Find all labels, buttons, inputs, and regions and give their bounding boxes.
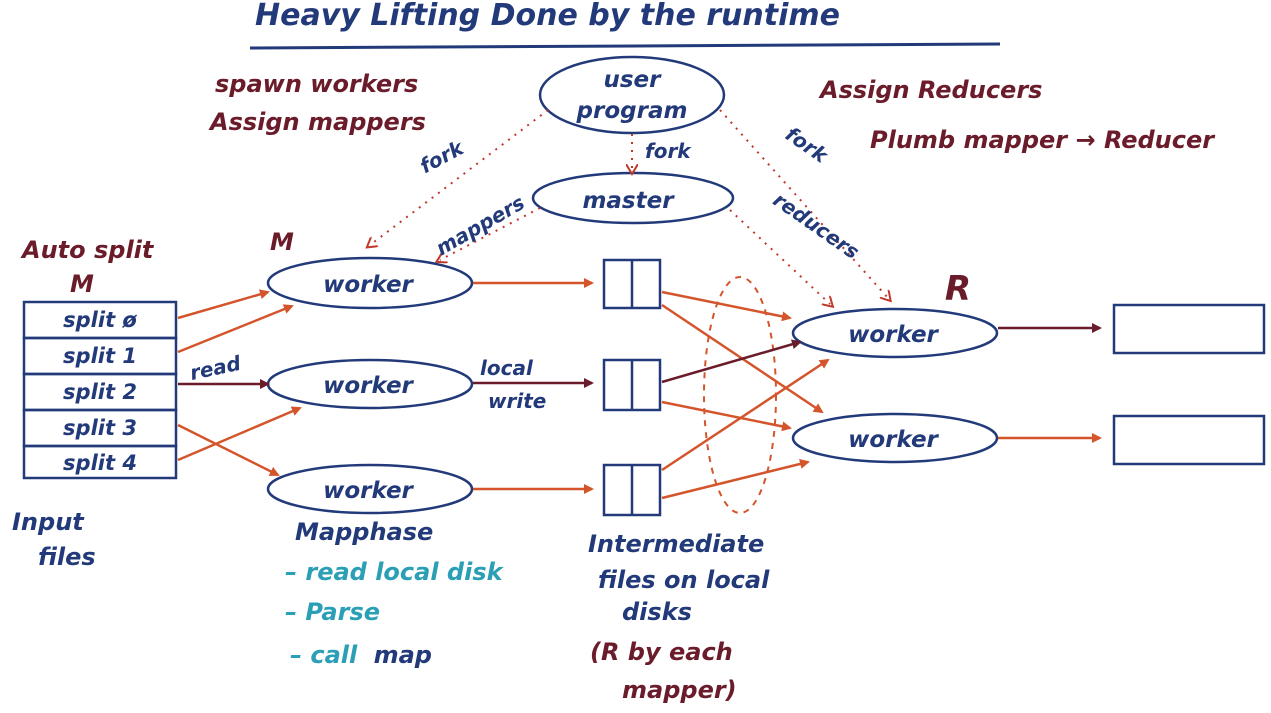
- edge-split0-worker1: [177, 289, 270, 320]
- reduce-worker-1: [791, 307, 999, 359]
- fork-label-middle: fork: [645, 139, 692, 163]
- intermediate-line-3: disks: [622, 598, 692, 626]
- note-plumb: Plumb mapper → Reducer: [870, 126, 1216, 154]
- map-worker-3: [266, 463, 474, 515]
- intermediate-line-1: Intermediate: [588, 530, 764, 558]
- map-worker-1: [266, 256, 474, 310]
- mappers-label: mappers: [432, 190, 529, 260]
- output-file-2: [1112, 414, 1266, 466]
- diagram-title: Heavy Lifting Done by the runtime: [255, 0, 840, 33]
- edge-split3-worker3: [177, 423, 280, 477]
- input-splits: split ø split 1 split 2 split 3 split 4: [22, 300, 178, 480]
- write-label: write: [488, 389, 546, 413]
- edge-split4-worker2: [177, 406, 302, 462]
- split-label-4: split 4: [63, 451, 137, 475]
- reducers-label: reducers: [769, 187, 864, 264]
- mappers-edge: [440, 207, 541, 260]
- split-label-2: split 2: [63, 380, 137, 404]
- input-files-label-2: files: [38, 543, 96, 571]
- reduce-worker-2-label: worker: [848, 427, 939, 453]
- map-worker-3-label: worker: [323, 478, 414, 504]
- intermediate-line-5: mapper): [622, 676, 737, 704]
- edge-file3-reducer1: [661, 358, 830, 472]
- map-worker-2-label: worker: [323, 373, 414, 399]
- note-assign-reducers: Assign Reducers: [818, 76, 1042, 104]
- map-phase-step-call-prefix: – call: [290, 641, 358, 669]
- r-reducers-label: R: [945, 269, 971, 309]
- master-label: master: [582, 188, 675, 214]
- user-program-label-2: program: [576, 98, 688, 124]
- edge-file2-reducer2: [661, 400, 792, 432]
- read-label: read: [188, 351, 244, 385]
- auto-split-label-2: M: [70, 270, 94, 298]
- user-program-node: [538, 55, 726, 135]
- user-program-label-1: user: [603, 67, 662, 93]
- edge-file3-reducer2: [661, 459, 810, 500]
- intermediate-line-2: files on local: [598, 566, 770, 594]
- split-label-0: split ø: [63, 308, 137, 332]
- split-box-4: [22, 444, 178, 480]
- input-files-label-1: Input: [12, 508, 85, 536]
- map-phase-title: Mapphase: [295, 518, 433, 546]
- map-phase-step-call-suffix: map: [374, 641, 432, 669]
- fork-label-left: fork: [416, 135, 469, 178]
- note-spawn-workers: spawn workers: [215, 70, 418, 98]
- local-label: local: [480, 356, 534, 380]
- m-mappers-label: M: [270, 228, 294, 256]
- split-label-1: split 1: [63, 344, 137, 368]
- note-assign-mappers: Assign mappers: [208, 108, 426, 136]
- map-phase-step-read: – read local disk: [285, 558, 505, 586]
- intermediate-file-1: [602, 258, 662, 310]
- fork-label-right: fork: [781, 122, 834, 169]
- intermediate-file-2: [602, 358, 662, 412]
- edge-file1-reducer1: [661, 290, 792, 322]
- title-underline: [249, 42, 1001, 50]
- intermediate-file-3: [602, 463, 662, 517]
- split-label-3: split 3: [63, 416, 137, 440]
- reduce-worker-1-label: worker: [848, 322, 939, 348]
- auto-split-label-1: Auto split: [20, 236, 155, 264]
- edge-file2-reducer1: [661, 339, 802, 384]
- map-worker-1-label: worker: [323, 272, 414, 298]
- output-file-1: [1112, 303, 1266, 355]
- map-phase-step-parse: – Parse: [285, 598, 380, 626]
- intermediate-line-4: (R by each: [590, 638, 733, 666]
- edge-split1-worker1: [177, 304, 294, 354]
- reduce-worker-2: [791, 412, 999, 464]
- map-phase-step-call: – call map: [290, 641, 432, 669]
